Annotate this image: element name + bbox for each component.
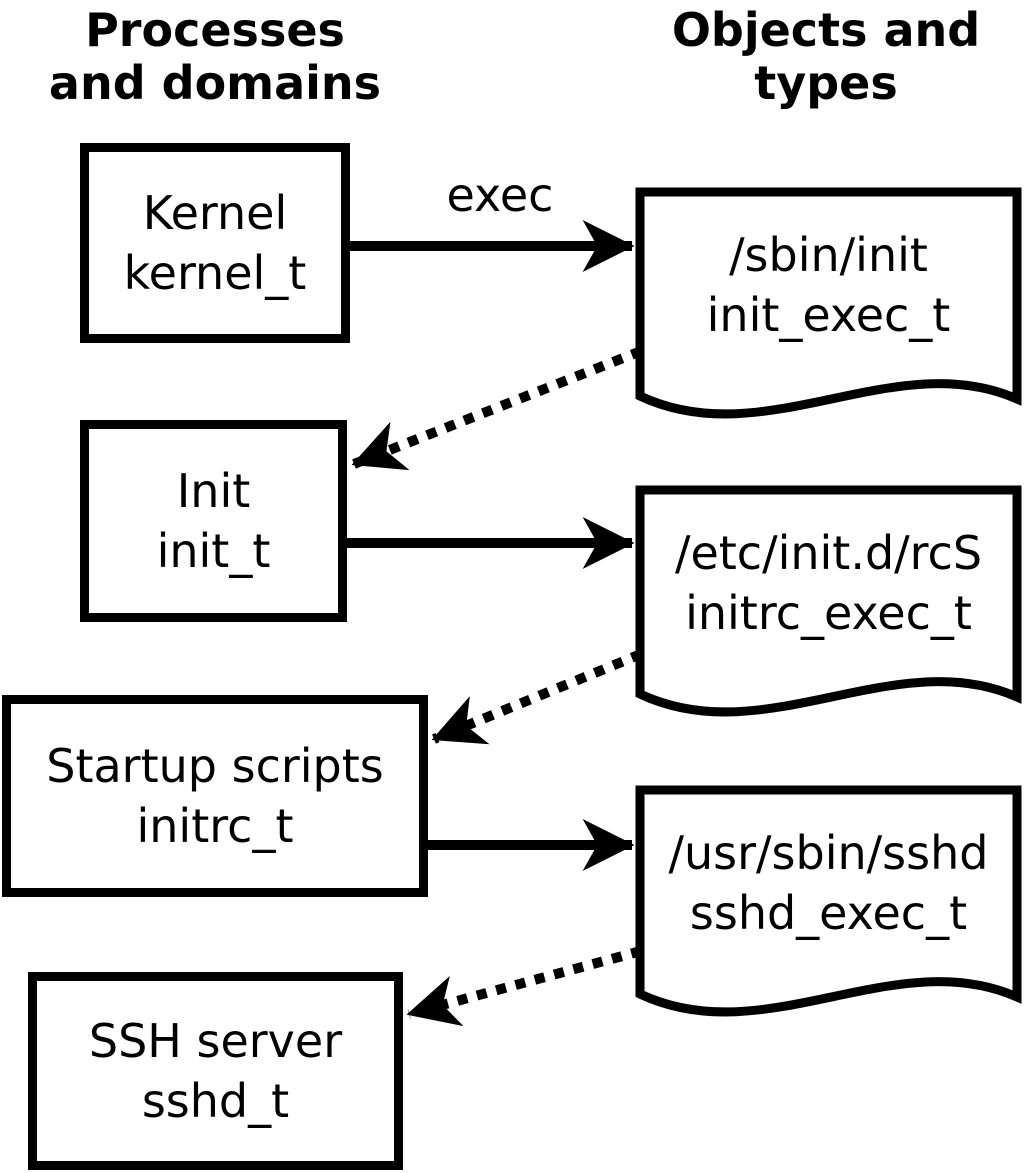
dotted-arrow-rcs-to-initrc: [431, 649, 643, 745]
process-name: Kernel: [142, 186, 288, 240]
object-type: init_exec_t: [706, 287, 951, 342]
object-path: /etc/init.d/rcS: [674, 525, 983, 580]
process-box-startup-scripts: Startup scripts initrc_t: [2, 695, 428, 897]
process-domain: init_t: [156, 524, 271, 578]
object-path: /sbin/init: [729, 227, 928, 282]
column-header-processes-line2: and domains: [48, 56, 382, 110]
document-shape-usr-sbin-sshd: [635, 785, 1022, 1017]
document-shape-sbin-init: [635, 187, 1022, 419]
column-header-processes-line1: Processes: [85, 3, 345, 57]
column-header-objects: Objects and types: [626, 4, 1024, 110]
object-doc-etc-initd-rcs: /etc/init.d/rcS initrc_exec_t: [640, 520, 1017, 645]
dotted-arrow-sbin-init-to-init: [351, 346, 643, 471]
object-doc-sbin-init: /sbin/init init_exec_t: [640, 222, 1017, 347]
edge-label-exec: exec: [446, 168, 554, 222]
object-doc-usr-sbin-sshd: /usr/sbin/sshd sshd_exec_t: [640, 820, 1017, 945]
dotted-arrow-sshd-exec-to-sshd: [406, 946, 643, 1027]
process-domain: initrc_t: [136, 799, 294, 853]
process-name: Startup scripts: [46, 739, 384, 793]
column-header-objects-line1: Objects and: [671, 3, 981, 57]
process-box-ssh-server: SSH server sshd_t: [28, 972, 403, 1170]
process-domain: sshd_t: [141, 1074, 290, 1128]
process-name: SSH server: [88, 1014, 343, 1068]
object-type: sshd_exec_t: [689, 885, 968, 940]
column-header-processes: Processes and domains: [15, 4, 415, 110]
column-header-objects-line2: types: [754, 56, 898, 110]
process-box-init: Init init_t: [80, 420, 347, 622]
object-path: /usr/sbin/sshd: [668, 825, 989, 880]
process-domain: kernel_t: [123, 246, 307, 300]
process-box-kernel: Kernel kernel_t: [80, 143, 350, 343]
document-shape-etc-initd-rcs: [635, 485, 1022, 717]
object-type: initrc_exec_t: [685, 585, 972, 640]
process-name: Init: [176, 464, 251, 518]
